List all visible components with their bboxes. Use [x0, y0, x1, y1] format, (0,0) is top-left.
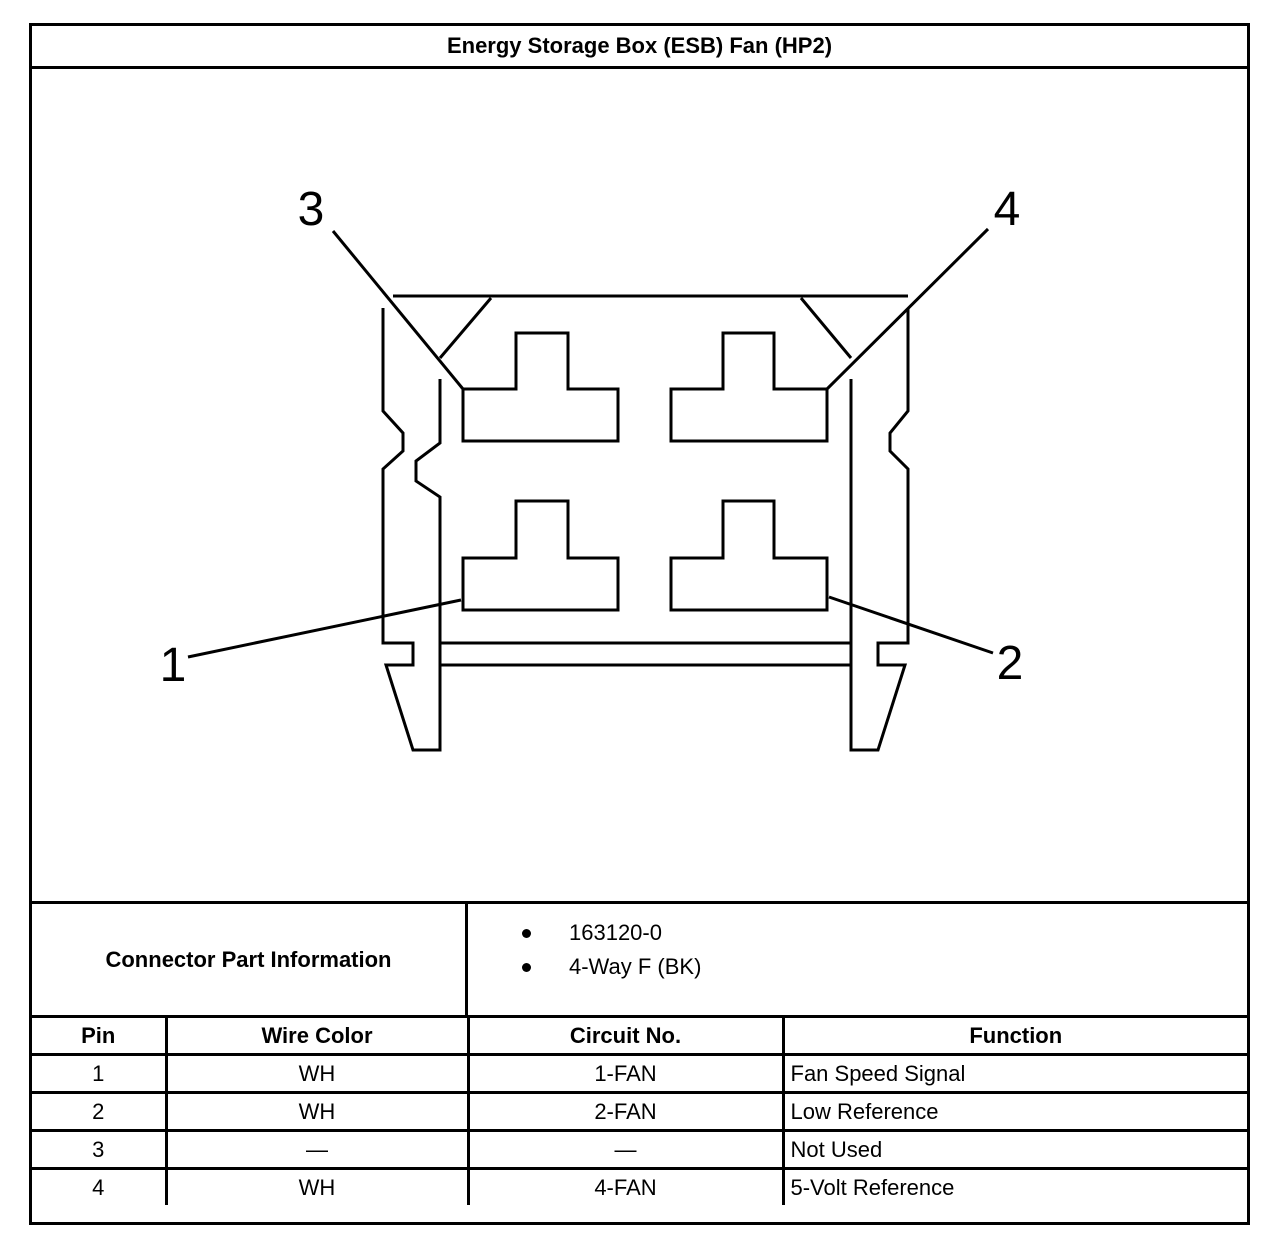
pin-label-4: 4 [994, 183, 1021, 236]
bullet-icon [522, 928, 531, 938]
cavity-2 [669, 499, 829, 612]
table-row: 3 — — Not Used [32, 1129, 1247, 1170]
table-row: 2 WH 2-FAN Low Reference [32, 1091, 1247, 1132]
pin-label-2: 2 [997, 637, 1024, 690]
cell-wire-color: WH [164, 1053, 470, 1094]
cell-circuit: 4-FAN [466, 1167, 785, 1205]
connector-sheet: Energy Storage Box (ESB) Fan (HP2) [29, 23, 1250, 1225]
cell-pin: 4 [32, 1167, 168, 1205]
cell-pin: 1 [32, 1053, 168, 1094]
cell-circuit: — [466, 1129, 785, 1170]
inner-corner-left [438, 297, 493, 359]
bullet-icon [522, 962, 531, 972]
header-circuit-no: Circuit No. [466, 1018, 785, 1056]
cavity-4 [669, 331, 829, 443]
cell-pin: 2 [32, 1091, 168, 1132]
table-row: 1 WH 1-FAN Fan Speed Signal [32, 1053, 1247, 1094]
cavity-1 [461, 499, 620, 612]
cell-wire-color: WH [164, 1091, 470, 1132]
cell-function: Fan Speed Signal [781, 1053, 1247, 1094]
cell-pin: 3 [32, 1129, 168, 1170]
cell-circuit: 1-FAN [466, 1053, 785, 1094]
connector-diagram: 3 4 1 2 [32, 69, 1247, 901]
pin-label-3: 3 [298, 183, 325, 236]
pin-table: Pin Wire Color Circuit No. Function 1 WH… [32, 1018, 1247, 1205]
connector-type: 4-Way F (BK) [569, 954, 702, 979]
connector-info-list: 163120-0 4-Way F (BK) [522, 916, 701, 984]
leader-line-3 [331, 230, 465, 390]
part-number: 163120-0 [569, 920, 662, 945]
pin-label-1: 1 [160, 639, 187, 692]
outer-wall-right [849, 308, 910, 752]
leader-line-2 [828, 595, 994, 655]
leader-line-4 [825, 227, 990, 391]
outer-wall-left [381, 308, 442, 752]
inner-corner-right [799, 297, 853, 359]
cell-wire-color: WH [164, 1167, 470, 1205]
header-function: Function [781, 1018, 1247, 1056]
leader-line-1 [187, 598, 462, 659]
list-item: 4-Way F (BK) [522, 950, 701, 984]
page-title: Energy Storage Box (ESB) Fan (HP2) [32, 26, 1247, 69]
cell-wire-color: — [164, 1129, 470, 1170]
header-wire-color: Wire Color [164, 1018, 470, 1056]
connector-face-drawing: 3 4 1 2 [160, 183, 1024, 752]
connector-info-label: Connector Part Information [32, 904, 468, 1015]
cell-circuit: 2-FAN [466, 1091, 785, 1132]
list-item: 163120-0 [522, 916, 701, 950]
table-row: 4 WH 4-FAN 5-Volt Reference [32, 1167, 1247, 1205]
connector-info-section: Connector Part Information 163120-0 4-Wa… [32, 901, 1247, 1018]
inner-wall-left [414, 379, 853, 645]
cavity-3 [461, 331, 620, 443]
cell-function: Low Reference [781, 1091, 1247, 1132]
table-header-row: Pin Wire Color Circuit No. Function [32, 1018, 1247, 1056]
header-pin: Pin [32, 1018, 168, 1056]
cell-function: 5-Volt Reference [781, 1167, 1247, 1205]
cell-function: Not Used [781, 1129, 1247, 1170]
